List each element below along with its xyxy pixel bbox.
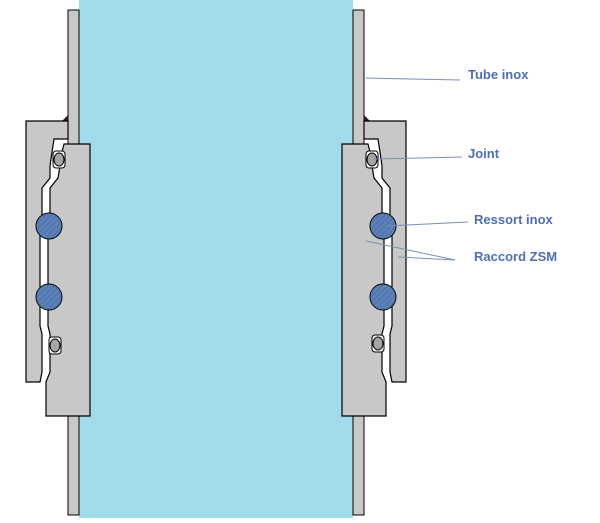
spring-right-top [369,212,397,240]
right-fitting-inner [341,143,387,417]
left-fitting-inner [45,143,91,417]
oring-right-bottom [371,334,385,353]
oring-right-top [365,150,379,169]
spring-left-bottom [35,283,63,311]
leader-fitting-inner [365,240,456,261]
leader-spring [385,221,469,227]
left-fitting-outer [25,120,69,383]
leader-tube [365,77,461,81]
fluid-bore [79,0,353,518]
oring-left-top [52,150,66,169]
spring-left-top [35,212,63,240]
oring-left-bottom [48,336,62,355]
label-joint: Joint [468,146,500,161]
label-spring: Ressort inox [474,212,554,227]
leader-joint [373,156,463,160]
label-fitting: Raccord ZSM [474,249,557,264]
spring-right-bottom [369,283,397,311]
leader-fitting-outer [397,256,456,261]
label-tube: Tube inox [468,67,529,82]
